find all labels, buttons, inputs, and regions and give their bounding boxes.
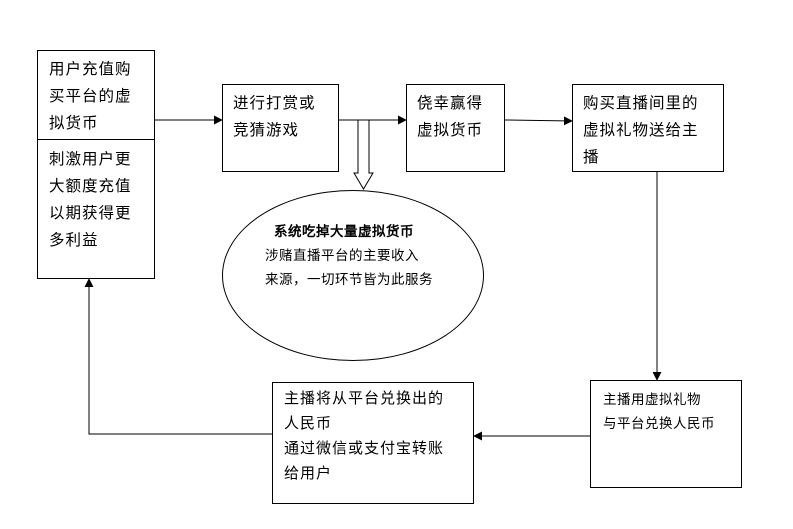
ellipse-line1: 系统吃掉大量虚拟货币	[274, 224, 414, 240]
arrow-win-to-gifts	[504, 116, 573, 126]
node-win-coins-text: 侥幸赢得 虚拟货币	[417, 94, 484, 139]
node-user-incentive-text: 刺激用户更 大额度充值 以期获得更 多利益	[49, 150, 132, 249]
node-buy-gifts	[572, 84, 724, 172]
node-buy-gifts-text: 购买直播间里的 虚拟礼物送给主 播	[583, 94, 699, 166]
node-user-recharge	[37, 50, 155, 279]
node-reward-or-game	[222, 84, 339, 172]
node-exchange	[590, 380, 742, 488]
node-exchange-text: 主播用虚拟礼物 与平台兑换人民币	[603, 392, 715, 432]
node-user-recharge-text: 用户充值购 买平台的虚 拟货币	[49, 60, 132, 132]
node-transfer-to-user	[272, 382, 474, 504]
ellipse-line2: 涉赌直播平台的主要收入 来源，一切环节皆为此服务	[265, 248, 433, 288]
node-user-divider	[38, 139, 154, 140]
arrow-transfer-to-user	[84, 278, 272, 435]
hollow-arrow-to-ellipse	[353, 119, 374, 190]
node-reward-or-game-text: 进行打赏或 竞猜游戏	[233, 94, 316, 139]
ellipse-platform-income	[222, 190, 484, 361]
node-win-coins	[406, 84, 505, 172]
node-transfer-to-user-text: 主播将从平台兑换出的 人民币 通过微信或支付宝转账 给用户	[284, 389, 445, 482]
